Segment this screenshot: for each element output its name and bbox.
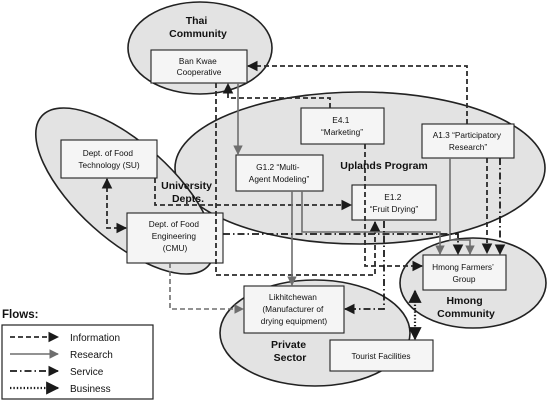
thai-community-label-line: Thai: [186, 15, 208, 27]
research-flow-a13-to-farmers: [449, 158, 475, 255]
e41-marketing-node: [300, 107, 385, 145]
flows-legend: Flows: Information Research Service Busi…: [1, 309, 154, 400]
hmong-community-label-line: Community: [437, 308, 495, 320]
ban-kwae-cooperative-label: Ban Kwae Cooperative: [177, 56, 222, 77]
legend-business-label: Business: [70, 384, 111, 395]
university-depts-label-line: University: [161, 180, 212, 192]
private-sector-label-line: Sector: [274, 352, 307, 364]
thai-community-label: Thai Community: [169, 15, 227, 40]
legend-info-label: Information: [70, 333, 120, 344]
hmong-farmers-group-label: Hmong Farmers’ Group: [432, 262, 496, 284]
research-flow-g12-to-farmers: [301, 191, 445, 255]
uplands-program-label: Uplands Program: [340, 160, 428, 172]
private-sector-label: Private Sector: [271, 339, 309, 364]
hmong-community-label-line: Hmong: [446, 295, 482, 307]
service-flow-foodeng-to-farmers: [223, 233, 464, 256]
ban-kwae-cooperative-node: [150, 49, 248, 84]
group-labels: Thai Community University Depts. Uplands…: [161, 15, 495, 364]
node-label-line: (Manufacturer of: [262, 304, 324, 314]
uplands-program-label-line: Uplands Program: [340, 160, 428, 172]
node-label-line: Technology (SU): [78, 160, 140, 170]
node-label-line: (CMU): [163, 243, 188, 253]
node-label-line: Cooperative: [177, 67, 222, 77]
info-flow-foodtech-to-e12: [154, 178, 353, 211]
likhitchewan-label: Likhitchewan (Manufacturer of drying equ…: [261, 292, 328, 326]
node-label-line: Agent Modeling”: [249, 174, 310, 184]
thai-community-label-line: Community: [169, 28, 227, 40]
node-label-line: Research”: [449, 142, 488, 152]
food-technology-node: [60, 139, 158, 179]
e41-marketing-label: E4.1 “Marketing”: [321, 115, 363, 137]
e12-fruit-drying-node: [351, 184, 437, 221]
food-engineering-node: [126, 212, 224, 264]
private-sector-label-line: Private: [271, 339, 306, 351]
node-label-line: Tourist Facilities: [351, 351, 410, 361]
node-label-line: E4.1: [332, 115, 349, 125]
hmong-farmers-group-node: [422, 254, 507, 291]
node-label-line: Ban Kwae: [179, 56, 217, 66]
node-label-line: G1.2 “Multi-: [256, 162, 300, 172]
g12-multi-agent-modeling-node: [235, 154, 324, 192]
legend-research-label: Research: [70, 350, 113, 361]
node-label-line: drying equipment): [261, 316, 328, 326]
service-flow-e12-to-likhitchewan: [343, 221, 385, 315]
legend-service-label: Service: [70, 367, 104, 378]
flow-lines: [101, 60, 506, 341]
food-technology-label: Dept. of Food Technology (SU): [78, 148, 140, 170]
info-flow-e41-to-bankwae: [222, 82, 331, 108]
e12-fruit-drying-label: E1.2 “Fruit Drying”: [370, 192, 419, 214]
node-label-line: A1.3 “Participatory: [433, 130, 502, 140]
g12-multi-agent-modeling-label: G1.2 “Multi- Agent Modeling”: [249, 162, 310, 184]
node-label-line: Engineering: [152, 231, 197, 241]
university-depts-label-line: Depts.: [172, 193, 204, 205]
node-label-line: Group: [452, 274, 475, 284]
food-engineering-label: Dept. of Food Engineering (CMU): [149, 219, 202, 253]
node-labels: Ban Kwae Cooperative Dept. of Food Techn…: [78, 56, 504, 361]
node-label-line: “Fruit Drying”: [370, 204, 419, 214]
legend-title: Flows:: [2, 309, 38, 321]
node-label-line: Likhitchewan: [269, 292, 317, 302]
tourist-facilities-label: Tourist Facilities: [351, 351, 410, 361]
university-depts-label: University Depts.: [161, 180, 215, 205]
a13-participatory-research-label: A1.3 “Participatory Research”: [433, 130, 504, 152]
info-flow-foodtech-foodeng: [101, 177, 128, 234]
info-flow-a13-to-bankwae: [246, 60, 468, 124]
node-label-line: Dept. of Food: [149, 219, 200, 229]
likhitchewan-node: [243, 285, 345, 334]
node-label-line: Dept. of Food: [83, 148, 134, 158]
node-label-line: “Marketing”: [321, 127, 363, 137]
info-flow-e41-to-farmers: [364, 144, 424, 272]
hmong-community-label: Hmong Community: [437, 295, 495, 320]
node-label-line: E1.2: [384, 192, 401, 202]
info-flow-bankwae-to-e12: [215, 83, 381, 276]
a13-participatory-research-node: [421, 123, 515, 159]
tourist-facilities-node: [329, 339, 434, 372]
node-label-line: Hmong Farmers’: [432, 262, 494, 272]
